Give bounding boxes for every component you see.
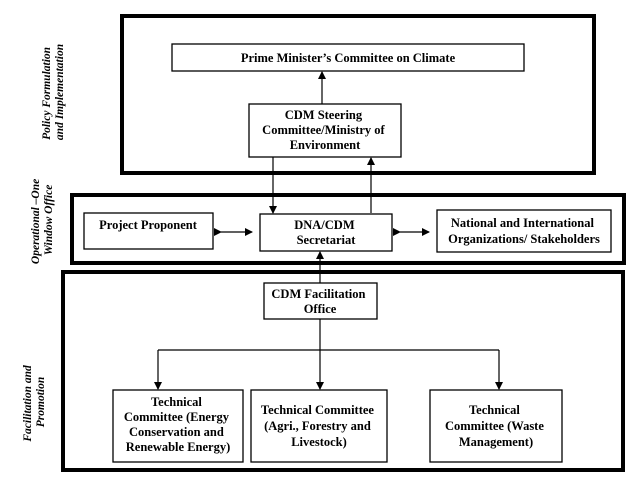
section-label-policy-line-2: and Implementation xyxy=(54,44,66,140)
node-technical-committee-agri: Technical Committee (Agri., Forestry and… xyxy=(250,389,388,463)
node-project-proponent: Project Proponent xyxy=(83,212,214,250)
node-cdm-facilitation-office-line-1: CDM Facilitation xyxy=(271,287,365,301)
node-technical-committee-agri-box xyxy=(250,389,388,463)
node-cdm-facilitation-office-text: CDM Facilitation Office xyxy=(271,287,368,316)
node-pm-committee: Prime Minister’s Committee on Climate xyxy=(171,43,525,72)
node-project-proponent-box xyxy=(83,212,214,250)
node-technical-committee-waste: Technical Committee (Waste Management) xyxy=(429,389,563,463)
node-technical-committee-agri-line-2: (Agri., Forestry and xyxy=(264,419,371,433)
node-pm-committee-line-1: Prime Minister’s Committee on Climate xyxy=(241,51,456,65)
node-technical-committee-energy-line-3: Conservation and xyxy=(129,425,224,439)
policy-formulation-panel xyxy=(120,14,596,175)
node-technical-committee-energy: Technical Committee (Energy Conservation… xyxy=(112,389,244,463)
node-pm-committee-box xyxy=(171,43,525,72)
section-label-policy: Policy Formulation and Implementation xyxy=(41,44,66,140)
facilitation-promotion-panel xyxy=(61,270,625,472)
node-steering-committee-text: CDM Steering Committee/Ministry of Envir… xyxy=(262,108,388,152)
node-steering-committee-line-2: Committee/Ministry of xyxy=(262,123,385,137)
node-pm-committee-text: Prime Minister’s Committee on Climate xyxy=(241,51,456,65)
node-technical-committee-waste-line-3: Management) xyxy=(459,435,533,449)
node-steering-committee-box xyxy=(248,103,402,158)
section-label-policy-line-1: Policy Formulation xyxy=(41,47,53,140)
node-technical-committee-waste-box xyxy=(429,389,563,463)
node-technical-committee-energy-text: Technical Committee (Energy Conservation… xyxy=(124,395,232,454)
node-technical-committee-agri-text: Technical Committee (Agri., Forestry and… xyxy=(261,403,377,449)
node-national-organizations-box xyxy=(436,209,612,253)
node-technical-committee-energy-line-2: Committee (Energy xyxy=(124,410,230,424)
node-technical-committee-energy-box xyxy=(112,389,244,463)
section-label-facilitation-line-1: Facilitation and xyxy=(22,365,34,443)
node-project-proponent-text: Project Proponent xyxy=(99,218,198,232)
node-national-organizations: National and International Organizations… xyxy=(436,209,612,253)
node-national-organizations-line-1: National and International xyxy=(451,216,595,230)
node-cdm-facilitation-office-line-2: Office xyxy=(304,302,337,316)
node-dna-cdm-secretariat: DNA/CDM Secretariat xyxy=(259,213,393,252)
node-dna-cdm-secretariat-line-2: Secretariat xyxy=(297,233,357,247)
node-technical-committee-energy-line-1: Technical xyxy=(151,395,202,409)
node-technical-committee-waste-text: Technical Committee (Waste Management) xyxy=(445,403,547,449)
section-label-operational-line-1: Operational –One xyxy=(30,179,42,264)
node-dna-cdm-secretariat-box xyxy=(259,213,393,252)
node-technical-committee-agri-line-3: Livestock) xyxy=(291,435,347,449)
node-technical-committee-agri-line-1: Technical Committee xyxy=(261,403,375,417)
node-steering-committee: CDM Steering Committee/Ministry of Envir… xyxy=(248,103,402,158)
node-technical-committee-waste-line-2: Committee (Waste xyxy=(445,419,544,433)
section-label-operational-line-2: Window Office xyxy=(43,185,55,256)
operational-one-window-panel xyxy=(70,193,626,265)
node-technical-committee-energy-line-4: Renewable Energy) xyxy=(126,440,231,454)
node-technical-committee-waste-line-1: Technical xyxy=(469,403,520,417)
node-steering-committee-line-1: CDM Steering xyxy=(285,108,363,122)
section-label-operational: Operational –One Window Office xyxy=(30,176,55,264)
node-steering-committee-line-3: Environment xyxy=(290,138,361,152)
node-national-organizations-line-2: Organizations/ Stakeholders xyxy=(448,232,600,246)
node-national-organizations-text: National and International Organizations… xyxy=(448,216,600,246)
node-project-proponent-line-1: Project Proponent xyxy=(99,218,198,232)
node-dna-cdm-secretariat-line-1: DNA/CDM xyxy=(294,218,355,232)
section-label-facilitation-line-2: Promotion xyxy=(35,377,47,427)
section-label-facilitation: Facilitation and Promotion xyxy=(22,362,47,442)
node-dna-cdm-secretariat-text: DNA/CDM Secretariat xyxy=(294,218,358,247)
node-cdm-facilitation-office: CDM Facilitation Office xyxy=(263,282,378,320)
